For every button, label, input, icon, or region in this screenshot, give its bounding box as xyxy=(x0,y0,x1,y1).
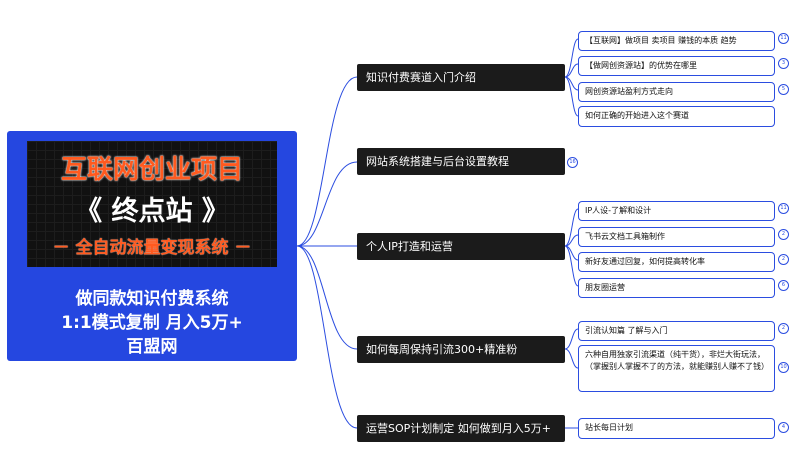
count-badge[interactable]: 6 xyxy=(778,280,789,291)
count-badge[interactable]: 2 xyxy=(778,323,789,334)
leaf-node[interactable]: 【互联网】做项目 卖项目 赚钱的本质 趋势 xyxy=(578,31,775,51)
count-badge[interactable]: 4 xyxy=(778,422,789,433)
branch-node-sop[interactable]: 运营SOP计划制定 如何做到月入5万+ xyxy=(357,415,565,442)
connector-branch-1 xyxy=(296,76,358,247)
banner-tagline: － 全自动流量变现系统 － xyxy=(52,238,252,258)
leaf-node[interactable]: 【做网创资源站】的优势在哪里 xyxy=(578,56,775,76)
branch-node-intro[interactable]: 知识付费赛道入门介绍 xyxy=(357,64,565,91)
branch-node-website[interactable]: 网站系统搭建与后台设置教程 xyxy=(357,148,565,175)
connector-leaf xyxy=(564,348,579,369)
connector-leaf xyxy=(564,63,579,78)
connector-leaf xyxy=(564,208,579,247)
connector-leaf xyxy=(564,76,579,117)
leaf-node[interactable]: 六种自用独家引流渠道（纯干货），非烂大街玩法，（掌握别人掌握不了的方法，就能赚别… xyxy=(578,345,775,392)
connector-leaf xyxy=(564,328,579,350)
banner-subtitle: 《 终点站 》 xyxy=(75,196,229,227)
leaf-node[interactable]: 新好友通过回复，如何提高转化率 xyxy=(578,252,775,272)
leaf-node[interactable]: 朋友圈运营 xyxy=(578,278,775,298)
root-line-2: 1:1模式复制 月入5万+ xyxy=(61,313,243,333)
count-badge[interactable]: 5 xyxy=(778,84,789,95)
connector-leaf xyxy=(564,245,579,287)
banner-title: 互联网创业项目 xyxy=(60,155,243,185)
count-badge[interactable]: 2 xyxy=(778,229,789,240)
branch-node-traffic[interactable]: 如何每周保持引流300+精准粉 xyxy=(357,336,565,363)
leaf-node[interactable]: 网创资源站盈利方式走向 xyxy=(578,82,775,102)
leaf-node[interactable]: 如何正确的开始进入这个赛道 xyxy=(578,106,775,127)
connector-branch-4 xyxy=(296,245,358,350)
root-node[interactable]: 互联网创业项目 《 终点站 》 － 全自动流量变现系统 － 做同款知识付费系统 … xyxy=(7,131,297,361)
connector-leaf xyxy=(564,234,579,247)
connector-branch-5 xyxy=(296,245,358,429)
leaf-node[interactable]: IP人设-了解和设计 xyxy=(578,201,775,221)
root-line-3: 百盟网 xyxy=(126,337,178,357)
connector-branch-2 xyxy=(296,161,358,247)
banner: 互联网创业项目 《 终点站 》 － 全自动流量变现系统 － xyxy=(27,141,277,267)
count-badge[interactable]: 2 xyxy=(778,254,789,265)
root-line-1: 做同款知识付费系统 xyxy=(75,289,229,309)
branch-node-ip[interactable]: 个人IP打造和运营 xyxy=(357,233,565,260)
count-badge[interactable]: 16 xyxy=(567,157,578,168)
count-badge[interactable]: 11 xyxy=(778,203,789,214)
leaf-node[interactable]: 引流认知篇 了解与入门 xyxy=(578,321,775,341)
count-badge[interactable]: 10 xyxy=(778,362,789,373)
leaf-node[interactable]: 飞书云文档工具箱制作 xyxy=(578,227,775,247)
count-badge[interactable]: 3 xyxy=(778,58,789,69)
leaf-node[interactable]: 站长每日计划 xyxy=(578,418,775,439)
count-badge[interactable]: 11 xyxy=(778,33,789,44)
connector-leaf xyxy=(564,38,579,78)
